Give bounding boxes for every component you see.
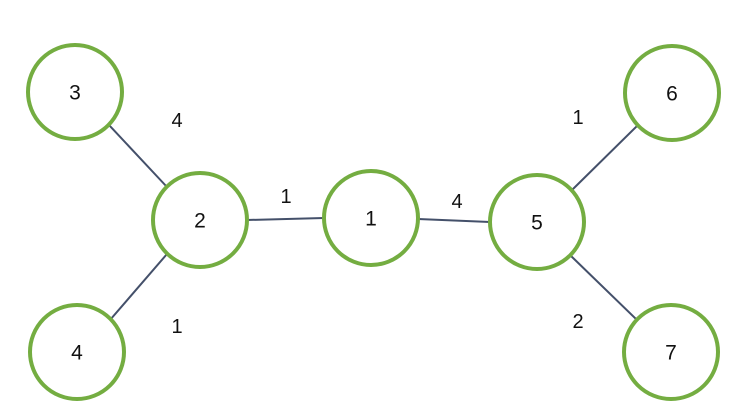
graph-edge[interactable]: [109, 253, 168, 321]
node-circle[interactable]: [488, 173, 586, 271]
graph-node-4[interactable]: 4: [28, 303, 126, 401]
graph-node-1[interactable]: 1: [322, 169, 420, 267]
graph-node-5[interactable]: 5: [488, 173, 586, 271]
node-label: 7: [665, 342, 677, 365]
graph-edge[interactable]: [108, 124, 168, 188]
edges-layer: [108, 124, 639, 321]
nodes-layer: 3 2 1 5 6 7 4: [26, 43, 721, 401]
graph-node-2[interactable]: 2: [151, 171, 249, 269]
node-circle[interactable]: [623, 44, 721, 142]
graph-edge[interactable]: [417, 218, 491, 223]
edge-weight-label: 4: [171, 110, 182, 132]
edge-weight-label: 4: [451, 191, 462, 213]
node-label: 3: [69, 82, 81, 105]
node-label: 2: [194, 210, 206, 233]
node-label: 1: [365, 208, 377, 231]
node-label: 4: [71, 342, 83, 365]
node-circle[interactable]: [28, 303, 126, 401]
edge-labels-layer: 4 1 4 1 2 1: [171, 107, 583, 338]
node-label: 5: [531, 212, 543, 235]
node-label: 6: [666, 83, 678, 106]
edge-weight-label: 2: [572, 311, 583, 333]
node-circle[interactable]: [151, 171, 249, 269]
graph-edge[interactable]: [569, 254, 638, 321]
edge-weight-label: 1: [280, 186, 291, 208]
node-circle[interactable]: [26, 43, 124, 141]
node-circle[interactable]: [322, 169, 420, 267]
edge-weight-label: 1: [171, 316, 182, 338]
edge-weight-label: 1: [572, 107, 583, 129]
graph-node-3[interactable]: 3: [26, 43, 124, 141]
node-circle[interactable]: [622, 303, 720, 401]
graph-node-6[interactable]: 6: [623, 44, 721, 142]
graph-edge[interactable]: [571, 124, 639, 191]
graph-node-7[interactable]: 7: [622, 303, 720, 401]
graph-edge[interactable]: [246, 217, 325, 221]
